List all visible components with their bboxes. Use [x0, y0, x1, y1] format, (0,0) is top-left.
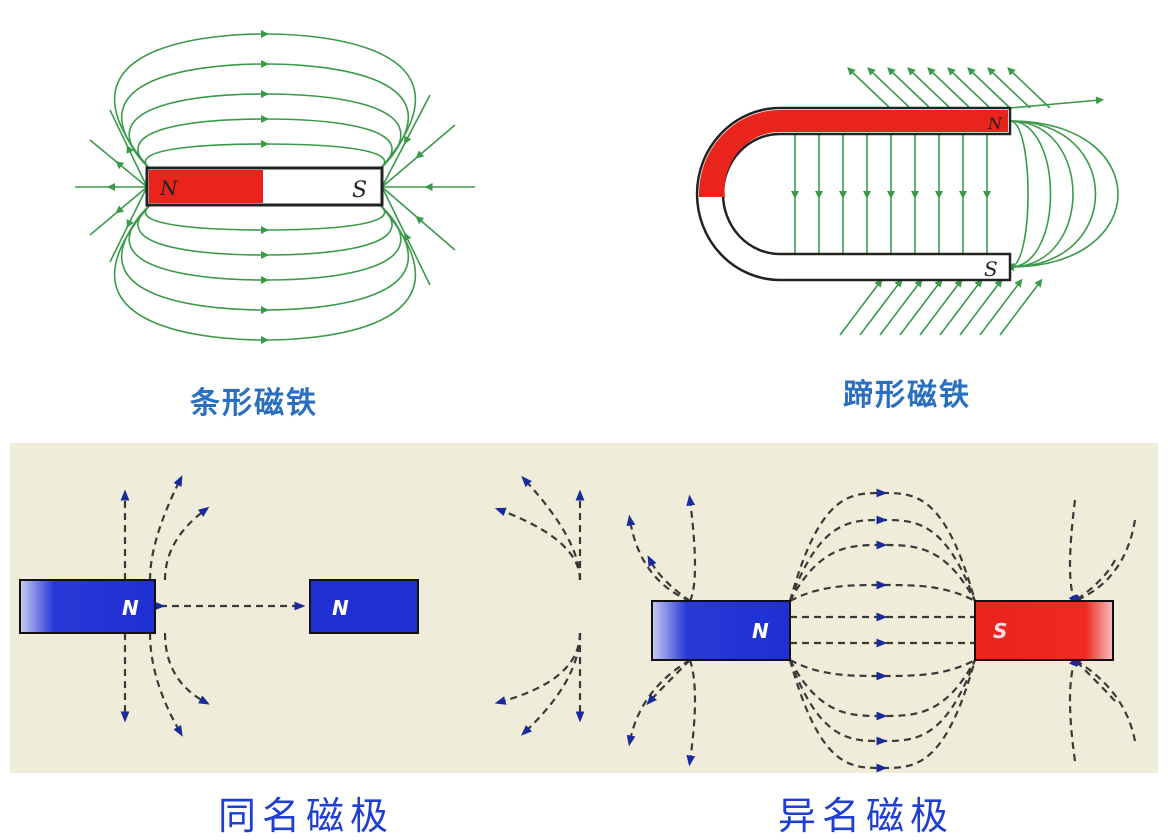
field-line	[521, 475, 582, 581]
field-line	[1068, 499, 1078, 606]
field-line	[788, 659, 977, 773]
field-line	[120, 60, 410, 170]
field-line	[927, 67, 971, 109]
unlike-poles-magnets: N S	[651, 600, 1114, 661]
field-line	[789, 659, 976, 681]
field-line	[907, 67, 951, 109]
field-line	[859, 278, 903, 336]
field-line	[114, 30, 416, 170]
field-line	[120, 204, 410, 315]
field-line	[494, 632, 582, 705]
like-poles-magnets: N N	[19, 579, 419, 634]
field-line	[686, 494, 697, 602]
field-line	[686, 659, 697, 767]
field-line	[887, 67, 931, 109]
field-line	[381, 94, 431, 188]
field-line	[788, 488, 977, 602]
like-left-label: N	[122, 596, 139, 620]
field-line	[647, 555, 691, 602]
field-line	[939, 278, 983, 336]
like-poles-field-lines	[120, 475, 585, 737]
field-line	[1069, 519, 1137, 604]
field-line	[381, 186, 456, 251]
field-line	[1071, 656, 1116, 702]
field-line	[1006, 120, 1119, 271]
unlike-poles-field-lines	[626, 488, 1137, 773]
field-line	[839, 278, 883, 336]
field-line	[987, 67, 1031, 109]
field-line	[789, 659, 976, 721]
field-line	[1068, 654, 1078, 762]
field-line	[847, 67, 891, 109]
field-line	[1007, 67, 1051, 109]
field-line	[1006, 120, 1052, 271]
field-line	[128, 90, 402, 170]
field-line	[163, 506, 210, 581]
field-line	[128, 204, 402, 284]
field-line	[381, 186, 431, 286]
field-line	[789, 540, 976, 602]
field-line	[919, 278, 963, 336]
field-line	[114, 204, 416, 344]
field-line	[1070, 657, 1137, 742]
field-line	[137, 204, 393, 260]
bar-magnet: N S	[145, 166, 384, 207]
field-line	[1070, 559, 1116, 605]
field-line	[521, 632, 582, 736]
bar-north-label: N	[159, 176, 179, 200]
field-line	[1006, 120, 1074, 271]
field-line	[626, 514, 691, 603]
bar-magnet-field-lines	[75, 30, 475, 344]
field-line	[999, 278, 1043, 336]
field-line	[867, 67, 911, 109]
field-line	[145, 204, 385, 234]
field-line	[959, 278, 1003, 336]
field-line	[109, 186, 148, 263]
field-line	[1009, 96, 1104, 109]
field-line	[788, 659, 977, 746]
field-line	[788, 515, 977, 602]
horseshoe-magnet: N S	[695, 106, 1012, 282]
field-line	[646, 659, 691, 706]
field-line	[89, 139, 148, 188]
horseshoe-field-lines	[791, 67, 1119, 336]
horseshoe-south-label: S	[984, 257, 998, 281]
field-line	[381, 124, 456, 188]
unlike-left-label: N	[752, 619, 769, 643]
field-line	[163, 632, 210, 705]
horseshoe-north-label: N	[987, 114, 1003, 133]
like-poles-caption: 同名磁极	[218, 794, 395, 838]
field-line	[109, 109, 148, 188]
field-line	[879, 278, 923, 336]
like-right-label: N	[332, 596, 349, 620]
field-line	[899, 278, 943, 336]
field-line	[947, 67, 991, 109]
field-line	[145, 140, 385, 170]
field-line	[137, 114, 393, 170]
field-line	[1006, 120, 1097, 271]
bar-south-label: S	[352, 178, 367, 203]
unlike-right-label: S	[993, 619, 1007, 643]
field-line	[148, 632, 183, 737]
unlike-poles-caption: 异名磁极	[778, 794, 955, 838]
field-line	[1006, 120, 1029, 271]
field-line	[979, 278, 1023, 336]
horseshoe-magnet-caption: 蹄形磁铁	[843, 378, 971, 413]
field-line	[967, 67, 1011, 109]
field-line	[789, 580, 976, 602]
bar-magnet-caption: 条形磁铁	[190, 386, 318, 421]
field-line	[89, 186, 148, 236]
